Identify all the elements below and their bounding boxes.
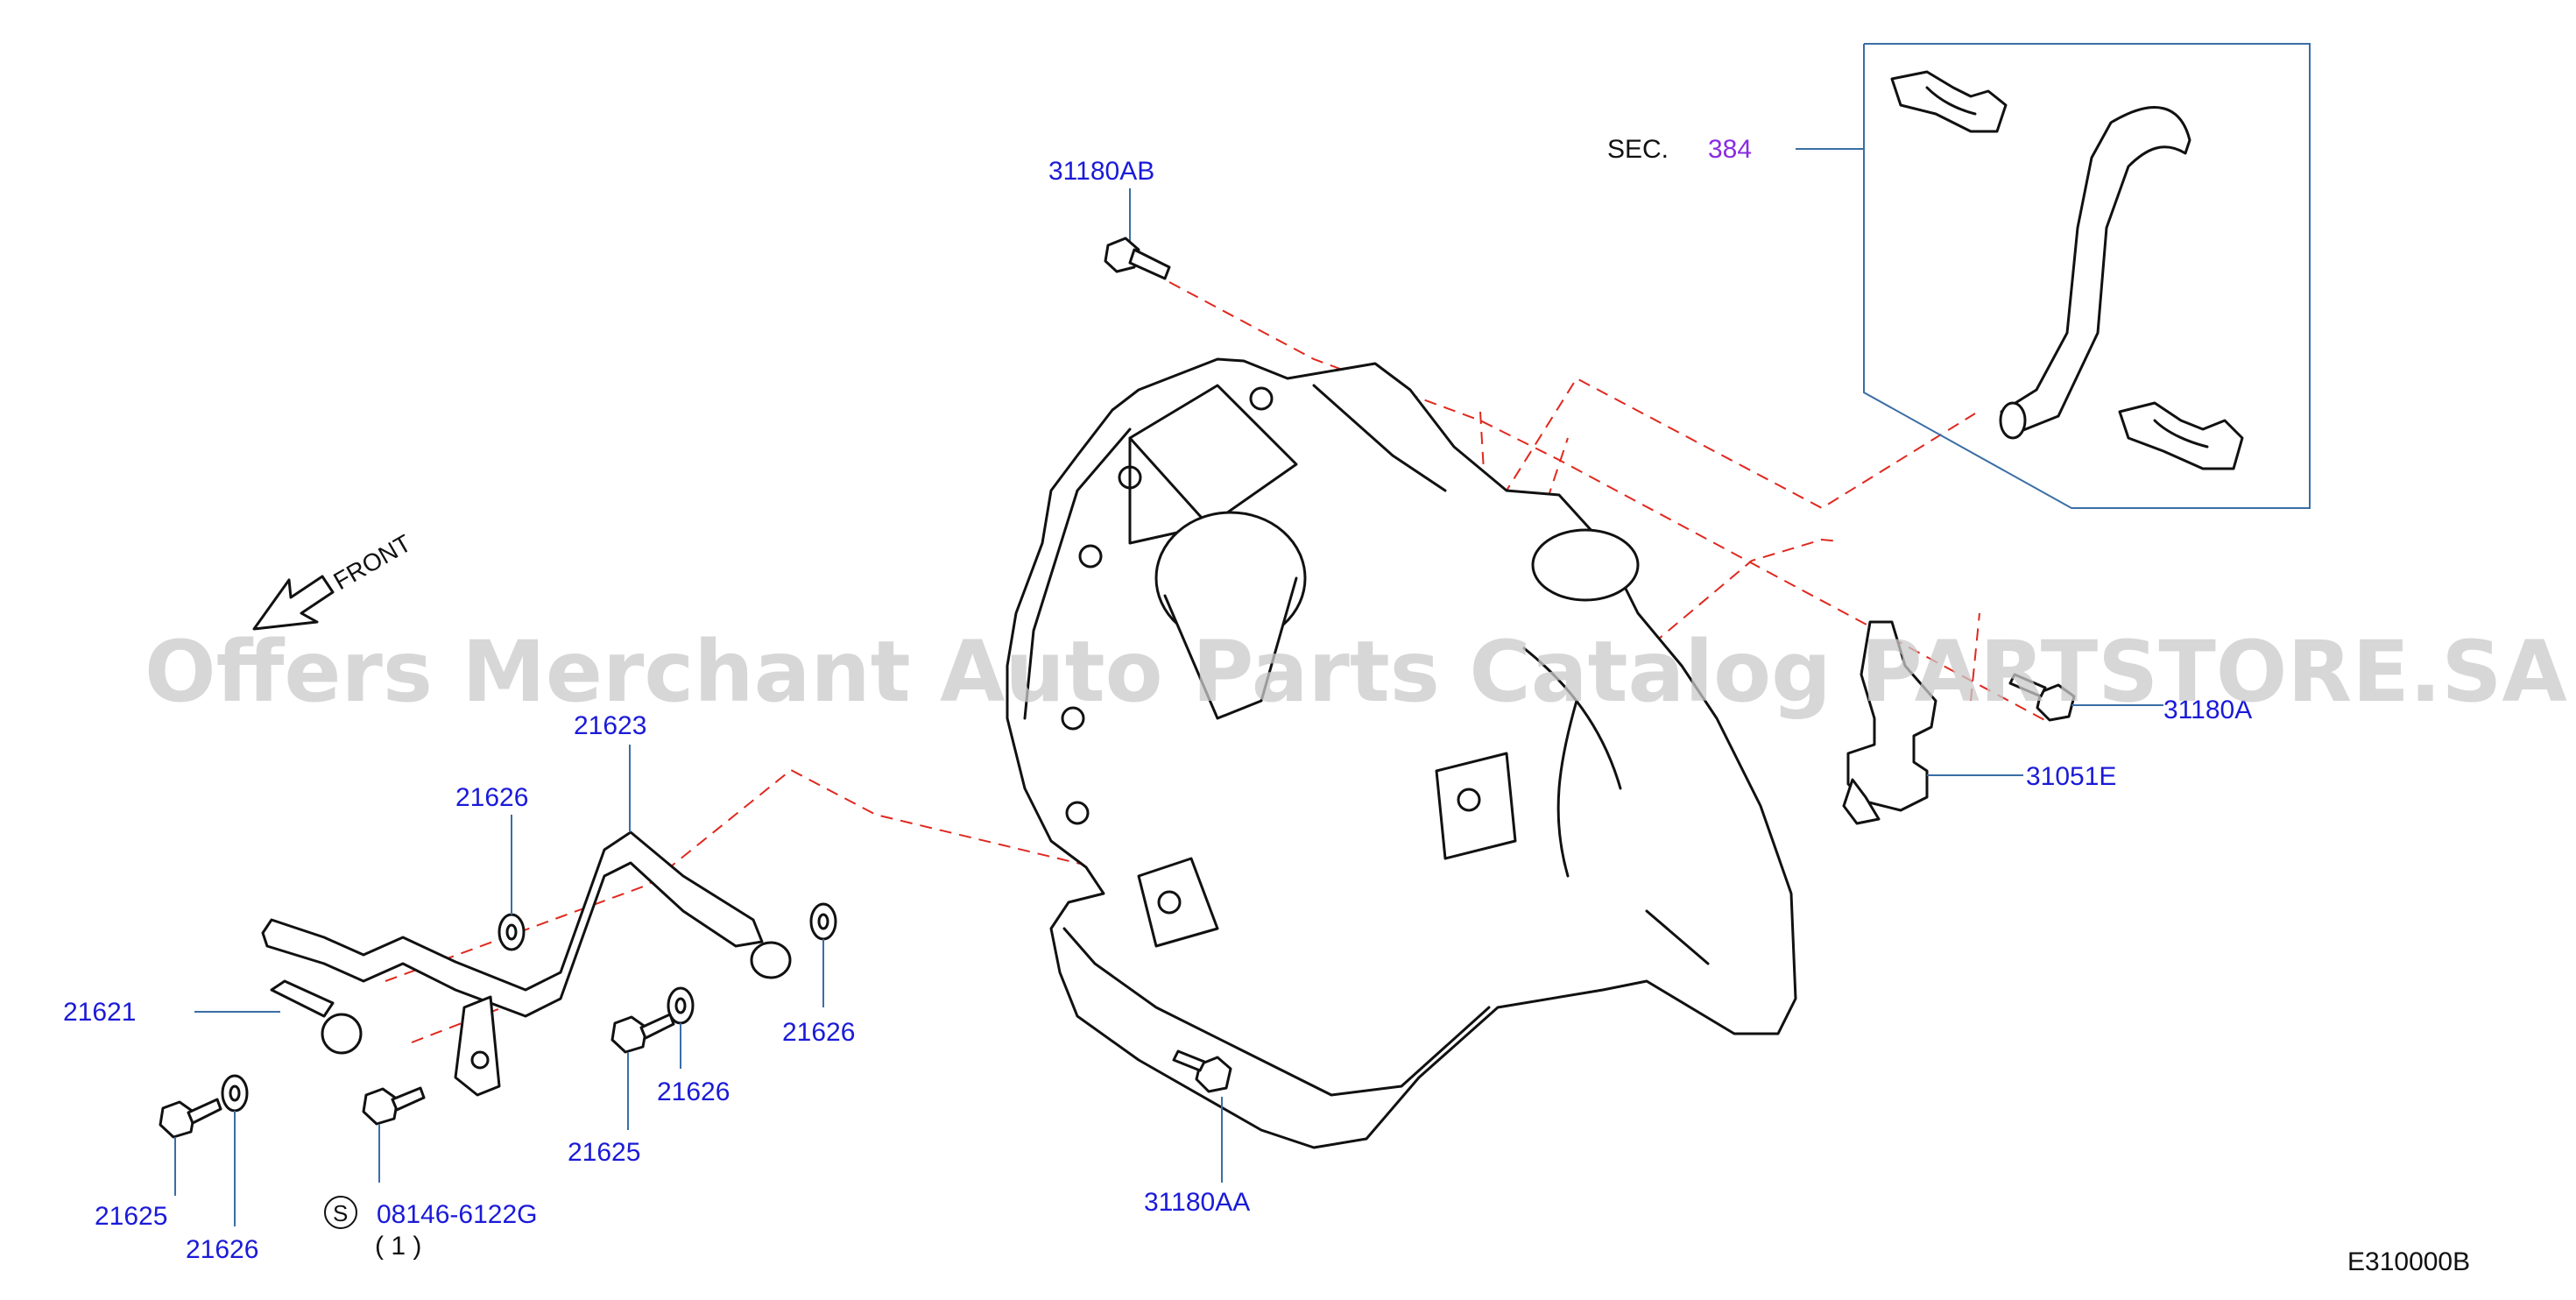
part-label-31180A[interactable]: 31180A: [2163, 696, 2252, 724]
section-number-link[interactable]: 384: [1708, 135, 1752, 164]
part-label-21626-middle[interactable]: 21626: [657, 1077, 730, 1106]
part-label-21623[interactable]: 21623: [574, 711, 646, 740]
part-label-21626-left[interactable]: 21626: [186, 1235, 258, 1264]
bolt-21625-left[interactable]: 21625: [95, 1098, 222, 1231]
section-384-inset: [1796, 43, 2311, 509]
sensor-31051E[interactable]: 31051E: [1842, 620, 2116, 825]
section-prefix: SEC.: [1607, 135, 1669, 164]
watermark-text: Offers Merchant Auto Parts Catalog PARTS…: [145, 623, 2567, 721]
standard-part-symbol: S: [333, 1200, 348, 1226]
washer-21626-right[interactable]: 21626: [782, 902, 855, 1047]
part-label-21626-upper[interactable]: 21626: [455, 783, 528, 812]
hose-clamp-upper: [1890, 70, 2008, 133]
section-reference[interactable]: SEC. 384: [1607, 135, 1752, 164]
bolt-08146-6122G[interactable]: S 08146-6122G ( 1 ): [324, 1086, 538, 1261]
part-label-08146-6122G[interactable]: 08146-6122G: [377, 1200, 538, 1229]
part-label-31180AB[interactable]: 31180AB: [1048, 157, 1154, 186]
hose-clamp-lower: [2118, 401, 2244, 470]
bolt-21625-middle[interactable]: 21625: [568, 1013, 675, 1167]
part-label-21621[interactable]: 21621: [63, 998, 136, 1027]
bolt-31180AA[interactable]: 31180AA: [1144, 1049, 1250, 1217]
bolt-31180AB[interactable]: 31180AB: [1048, 157, 1171, 280]
bolt-31180A[interactable]: 31180A: [2008, 673, 2252, 724]
part-label-21625-left[interactable]: 21625: [95, 1202, 167, 1231]
washer-21626-left[interactable]: 21626: [186, 1074, 258, 1264]
front-label: FRONT: [329, 529, 416, 595]
washer-21626-middle[interactable]: 21626: [657, 986, 730, 1106]
diagram-id: E310000B: [2347, 1247, 2470, 1276]
washer-21626-upper[interactable]: 21626: [455, 783, 528, 951]
front-orientation: FRONT: [252, 529, 416, 631]
transmission-housing: [1006, 357, 1797, 1149]
standard-part-symbol-circle: [324, 1196, 357, 1229]
part-label-31051E[interactable]: 31051E: [2026, 762, 2116, 791]
part-label-21626-right[interactable]: 21626: [782, 1018, 855, 1047]
part-label-21625-middle[interactable]: 21625: [568, 1138, 640, 1167]
standard-part-quantity: ( 1 ): [375, 1232, 421, 1261]
part-label-31180AA[interactable]: 31180AA: [1144, 1188, 1250, 1217]
pipe-21623[interactable]: 21623: [261, 711, 792, 1097]
eye-bolt-21621[interactable]: 21621: [63, 979, 363, 1055]
front-arrow-icon: [252, 575, 335, 631]
